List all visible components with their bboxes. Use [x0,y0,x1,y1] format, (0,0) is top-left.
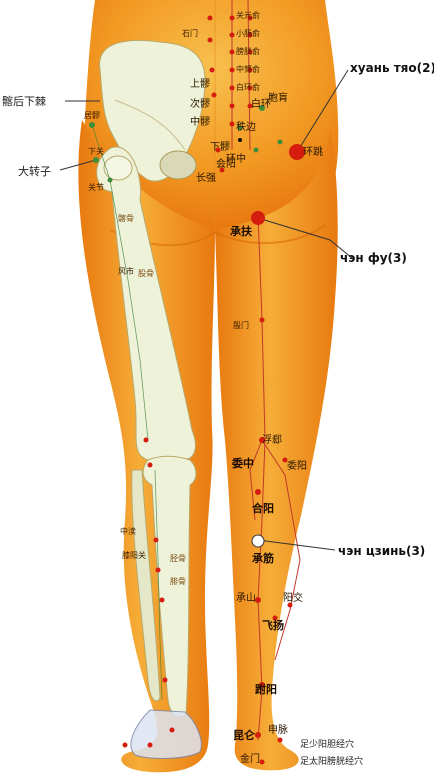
label-weiyang: 委阳 [287,462,307,472]
label-greater-trochanter: 大转子 [18,166,51,177]
label-jinmen: 金门 [240,755,260,765]
label-chengshan: 承山 [236,594,256,604]
legend-gallbladder: 足少阳胆经穴 [300,741,354,750]
label-feiyang: 飞扬 [262,620,284,631]
label-xiaochangshu: 小肠俞 [236,30,260,38]
label-pangguangshu: 膀胱俞 [236,48,260,56]
label-fuyang: 跗阳 [255,684,277,695]
coccyx-dot [238,138,242,142]
label-baohuang: 胞肓 [268,94,288,104]
label-fengshi: 风市 [118,268,134,276]
label-zhibian: 秩边 [236,123,256,133]
label-chengfu: 承扶 [230,226,252,237]
label-xiyangguan: 膝阳关 [122,552,146,560]
label-iliac-spine: 髂后下棘 [2,96,46,107]
label-yinmen: 殷门 [233,322,249,330]
label-cheng-fu: чэн фу(3) [340,252,407,264]
label-weizhong: 委中 [232,458,254,469]
label-xialiao: 下髎 [210,143,230,153]
label-xiaguan: 下关 [88,148,104,156]
label-shimen: 石门 [182,30,198,38]
label-yangjiao: 阳交 [283,594,303,604]
label-zhonglvshu: 中膂俞 [236,66,260,74]
label-chengjin: 承筋 [252,553,274,564]
chengfu-point [251,211,265,225]
label-guanyuanshu: 关元俞 [236,12,260,20]
label-zhongliao: 中髎 [190,118,210,128]
label-ciliao: 次髎 [190,100,210,110]
label-shangliao: 上髎 [190,80,210,90]
label-guanjie: 关节 [88,184,104,192]
label-ilium-bone: 髂骨 [118,215,134,223]
label-fuxi: 浮郄 [262,436,282,446]
chengjin-point [252,535,264,547]
label-baihuan: 白环 [251,100,271,110]
label-huantiao: 环跳 [303,148,323,158]
label-kunlun: 昆仑 [233,730,255,741]
label-cheng-jin: чэн цзинь(3) [338,545,425,557]
label-juliao: 居髎 [84,112,100,120]
label-baihuanshu: 白环俞 [236,84,260,92]
label-huiyang: 会阳 [216,160,236,170]
label-zhongdu: 中渎 [120,528,136,536]
legend-bladder: 足太阳膀胱经穴 [300,758,363,767]
label-fibula-bone: 腓骨 [170,578,186,586]
label-femur-bone: 股骨 [138,270,154,278]
label-shenmai: 申脉 [268,726,288,736]
label-heyang: 合阳 [252,503,274,514]
label-huan-tiao: хуань тяо(2) [350,62,434,74]
label-changqiang: 长强 [196,174,216,184]
label-tibia-bone: 胫骨 [170,555,186,563]
